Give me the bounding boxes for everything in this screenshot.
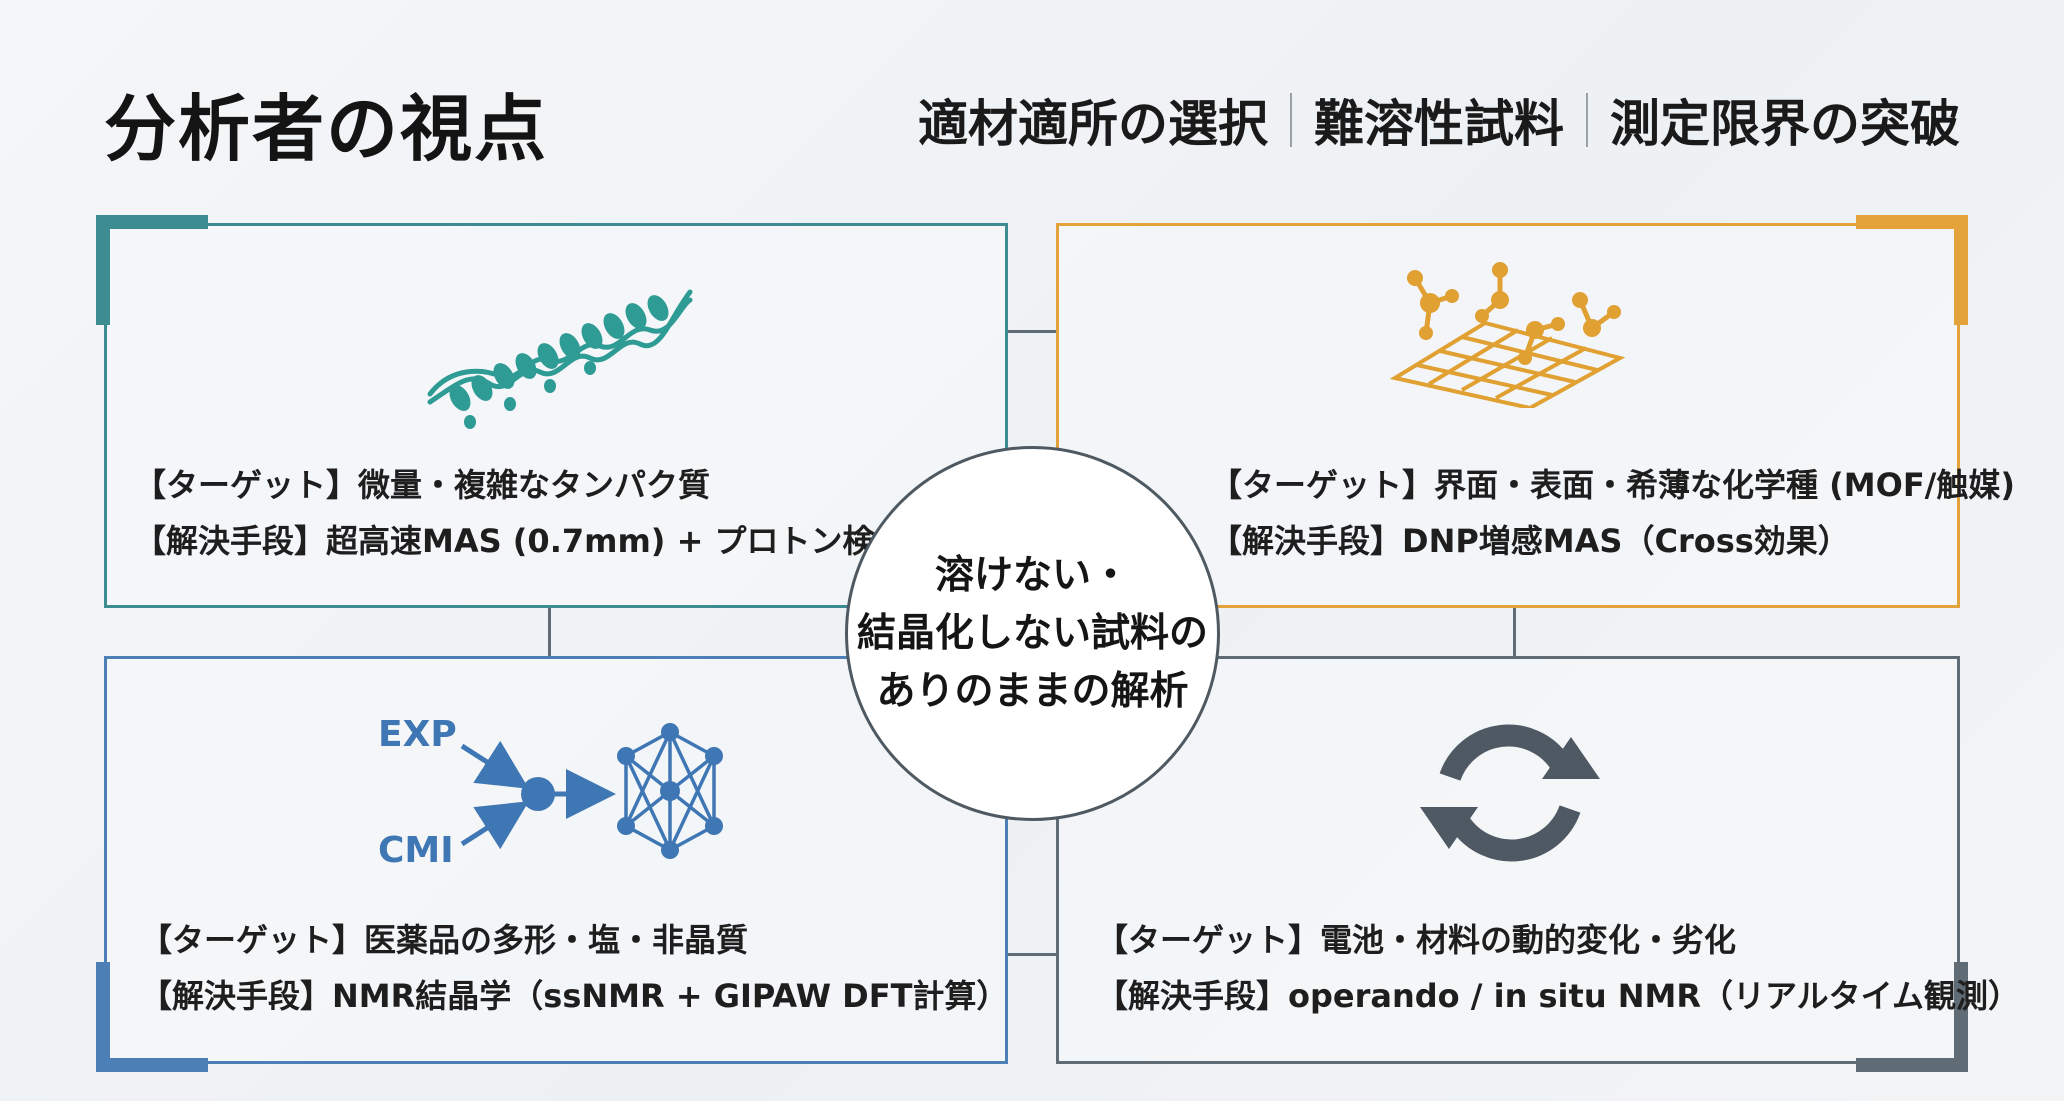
panel-pharma-text: 【ターゲット】医薬品の多形・塩・非晶質 【解決手段】NMR結晶学（ssNMR +…	[140, 912, 1008, 1024]
cmi-label: CMI	[378, 830, 454, 871]
solution-label: 【解決手段】DNP増感MAS（Cross効果）	[1210, 522, 1850, 560]
panel-interface	[1056, 223, 1960, 608]
corner-accent-top-right	[1856, 215, 1968, 229]
subtitle-part-2: 難溶性試料	[1314, 95, 1564, 153]
subtitle-separator	[1290, 93, 1292, 147]
exp-cmi-crystal-network-icon: EXP CMI	[378, 714, 723, 871]
connector-bottom	[1008, 953, 1056, 956]
molecule-surface-grid-icon	[1390, 262, 1626, 408]
corner-accent-bottom-left	[96, 1058, 208, 1072]
corner-accent-top-left	[96, 215, 110, 325]
center-line-3: ありのままの解析	[876, 668, 1189, 714]
corner-accent-bottom-right	[1856, 1058, 1968, 1072]
target-label: 【ターゲット】医薬品の多形・塩・非晶質	[140, 921, 749, 959]
panel-pharma	[104, 656, 1008, 1064]
cycle-arrows-icon	[1420, 724, 1600, 862]
connector-left	[548, 608, 551, 656]
corner-accent-top-right	[1954, 215, 1968, 325]
center-circle: 溶けない・ 結晶化しない試料の ありのままの解析	[845, 446, 1220, 821]
target-label: 【ターゲット】微量・複雑なタンパク質	[134, 466, 711, 504]
solution-label: 【解決手段】超高速MAS (0.7mm) + プロトン検出	[134, 522, 907, 560]
panel-protein	[104, 223, 1008, 608]
target-label: 【ターゲット】電池・材料の動的変化・劣化	[1096, 921, 1737, 959]
target-label: 【ターゲット】界面・表面・希薄な化学種 (MOF/触媒)	[1210, 466, 2015, 504]
exp-label: EXP	[378, 714, 457, 755]
connector-right	[1513, 608, 1516, 656]
panel-interface-text: 【ターゲット】界面・表面・希薄な化学種 (MOF/触媒) 【解決手段】DNP増感…	[1210, 457, 2015, 569]
subtitle-separator	[1586, 93, 1588, 147]
subtitle-part-3: 測定限界の突破	[1610, 95, 1960, 153]
corner-accent-bottom-right	[1954, 962, 1968, 1072]
corner-accent-bottom-left	[96, 962, 110, 1072]
center-line-2: 結晶化しない試料の	[856, 610, 1208, 656]
subtitle: 適材適所の選択 難溶性試料 測定限界の突破	[918, 84, 1960, 156]
subtitle-part-1: 適材適所の選択	[918, 95, 1268, 153]
panel-battery-text: 【ターゲット】電池・材料の動的変化・劣化 【解決手段】operando / in…	[1096, 912, 2020, 1024]
protein-helix-icon	[427, 289, 693, 429]
page-title: 分析者の視点	[104, 87, 549, 171]
connector-top	[1008, 330, 1056, 333]
solution-label: 【解決手段】operando / in situ NMR（リアルタイム観測）	[1096, 977, 2021, 1015]
panel-protein-text: 【ターゲット】微量・複雑なタンパク質 【解決手段】超高速MAS (0.7mm) …	[134, 457, 907, 569]
center-line-1: 溶けない・	[934, 552, 1130, 598]
solution-label: 【解決手段】NMR結晶学（ssNMR + GIPAW DFT計算）	[140, 977, 1009, 1015]
corner-accent-top-left	[96, 215, 208, 229]
